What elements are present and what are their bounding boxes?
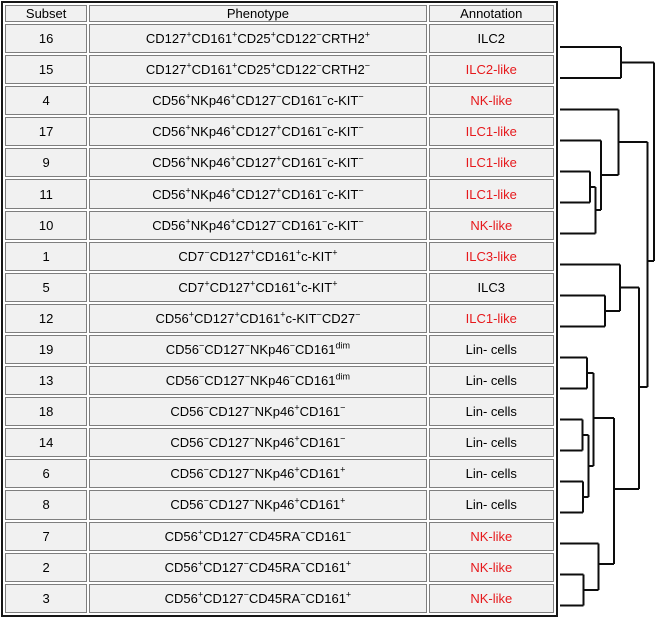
phenotype-cell: CD56−CD127−NKp46−CD161dim <box>89 334 427 365</box>
subset-table: Subset Phenotype Annotation 16 CD127+CD1… <box>1 1 558 617</box>
subset-cell: 6 <box>5 459 88 489</box>
table-row: 3 CD56+CD127−CD45RA−CD161+ NK-like <box>5 583 554 613</box>
annotation-cell: NK-like <box>428 552 554 582</box>
subset-cell: 1 <box>5 241 88 271</box>
annotation-cell: Lin- cells <box>428 334 554 365</box>
annotation-cell: ILC2 <box>428 24 554 54</box>
phenotype-cell: CD127+CD161+CD25+CD122−CRTH2− <box>89 55 427 85</box>
subset-cell: 18 <box>5 397 88 427</box>
annotation-cell: ILC3 <box>428 272 554 302</box>
annotation-cell: NK-like <box>428 86 554 116</box>
table-row: 8 CD56−CD127−NKp46+CD161+ Lin- cells <box>5 490 554 520</box>
phenotype-cell: CD7−CD127+CD161+c-KIT+ <box>89 241 427 271</box>
phenotype-cell: CD56+NKp46+CD127+CD161−c-KIT− <box>89 179 427 209</box>
phenotype-cell: CD56+CD127+CD161+c-KIT−CD27− <box>89 303 427 333</box>
annotation-cell: NK-like <box>428 521 554 551</box>
header-annotation: Annotation <box>428 5 554 22</box>
subset-cell: 9 <box>5 148 88 178</box>
phenotype-cell: CD56+CD127−CD45RA−CD161− <box>89 521 427 551</box>
subset-cell: 16 <box>5 24 88 54</box>
annotation-cell: NK-like <box>428 583 554 613</box>
phenotype-cell: CD56+CD127−CD45RA−CD161+ <box>89 583 427 613</box>
subset-cell: 5 <box>5 272 88 302</box>
subset-cell: 11 <box>5 179 88 209</box>
subset-cell: 4 <box>5 86 88 116</box>
annotation-cell: ILC3-like <box>428 241 554 271</box>
table-row: 6 CD56−CD127−NKp46+CD161+ Lin- cells <box>5 459 554 489</box>
subset-cell: 14 <box>5 428 88 458</box>
table-row: 2 CD56+CD127−CD45RA−CD161+ NK-like <box>5 552 554 582</box>
phenotype-cell: CD56+NKp46+CD127+CD161−c-KIT− <box>89 148 427 178</box>
table-row: 11 CD56+NKp46+CD127+CD161−c-KIT− ILC1-li… <box>5 179 554 209</box>
table-row: 7 CD56+CD127−CD45RA−CD161− NK-like <box>5 521 554 551</box>
table-row: 19 CD56−CD127−NKp46−CD161dim Lin- cells <box>5 334 554 365</box>
annotation-cell: Lin- cells <box>428 490 554 520</box>
phenotype-cell: CD56+CD127−CD45RA−CD161+ <box>89 552 427 582</box>
annotation-cell: ILC2-like <box>428 55 554 85</box>
annotation-cell: ILC1-like <box>428 179 554 209</box>
subset-cell: 10 <box>5 210 88 240</box>
header-phenotype: Phenotype <box>89 5 427 22</box>
subset-cell: 8 <box>5 490 88 520</box>
subset-cell: 12 <box>5 303 88 333</box>
header-row: Subset Phenotype Annotation <box>5 5 554 22</box>
phenotype-cell: CD127+CD161+CD25+CD122−CRTH2+ <box>89 24 427 54</box>
subset-cell: 3 <box>5 583 88 613</box>
annotation-cell: ILC1-like <box>428 303 554 333</box>
annotation-cell: ILC1-like <box>428 148 554 178</box>
table-row: 17 CD56+NKp46+CD127+CD161−c-KIT− ILC1-li… <box>5 117 554 147</box>
phenotype-cell: CD56+NKp46+CD127−CD161−c-KIT− <box>89 86 427 116</box>
phenotype-cell: CD56−CD127−NKp46+CD161+ <box>89 459 427 489</box>
phenotype-cell: CD56−CD127−NKp46+CD161+ <box>89 490 427 520</box>
table-row: 1 CD7−CD127+CD161+c-KIT+ ILC3-like <box>5 241 554 271</box>
subset-cell: 15 <box>5 55 88 85</box>
table-row: 12 CD56+CD127+CD161+c-KIT−CD27− ILC1-lik… <box>5 303 554 333</box>
table-row: 5 CD7+CD127+CD161+c-KIT+ ILC3 <box>5 272 554 302</box>
phenotype-cell: CD7+CD127+CD161+c-KIT+ <box>89 272 427 302</box>
table-row: 10 CD56+NKp46+CD127−CD161−c-KIT− NK-like <box>5 210 554 240</box>
annotation-cell: ILC1-like <box>428 117 554 147</box>
annotation-cell: Lin- cells <box>428 397 554 427</box>
annotation-cell: NK-like <box>428 210 554 240</box>
subset-cell: 7 <box>5 521 88 551</box>
table-row: 13 CD56−CD127−NKp46−CD161dim Lin- cells <box>5 366 554 396</box>
table-body: 16 CD127+CD161+CD25+CD122−CRTH2+ ILC2 15… <box>5 24 554 613</box>
table-row: 18 CD56−CD127−NKp46+CD161− Lin- cells <box>5 397 554 427</box>
subset-cell: 19 <box>5 334 88 365</box>
phenotype-cell: CD56+NKp46+CD127+CD161−c-KIT− <box>89 117 427 147</box>
subset-cell: 13 <box>5 366 88 396</box>
table-row: 9 CD56+NKp46+CD127+CD161−c-KIT− ILC1-lik… <box>5 148 554 178</box>
table-row: 14 CD56−CD127−NKp46+CD161− Lin- cells <box>5 428 554 458</box>
phenotype-cell: CD56−CD127−NKp46+CD161− <box>89 428 427 458</box>
phenotype-cell: CD56−CD127−NKp46+CD161− <box>89 397 427 427</box>
annotation-cell: Lin- cells <box>428 428 554 458</box>
subset-cell: 2 <box>5 552 88 582</box>
table-row: 16 CD127+CD161+CD25+CD122−CRTH2+ ILC2 <box>5 24 554 54</box>
annotation-cell: Lin- cells <box>428 366 554 396</box>
annotation-cell: Lin- cells <box>428 459 554 489</box>
subset-cell: 17 <box>5 117 88 147</box>
phenotype-cell: CD56+NKp46+CD127−CD161−c-KIT− <box>89 210 427 240</box>
header-subset: Subset <box>5 5 88 22</box>
table-row: 15 CD127+CD161+CD25+CD122−CRTH2− ILC2-li… <box>5 55 554 85</box>
phenotype-cell: CD56−CD127−NKp46−CD161dim <box>89 366 427 396</box>
table-row: 4 CD56+NKp46+CD127−CD161−c-KIT− NK-like <box>5 86 554 116</box>
